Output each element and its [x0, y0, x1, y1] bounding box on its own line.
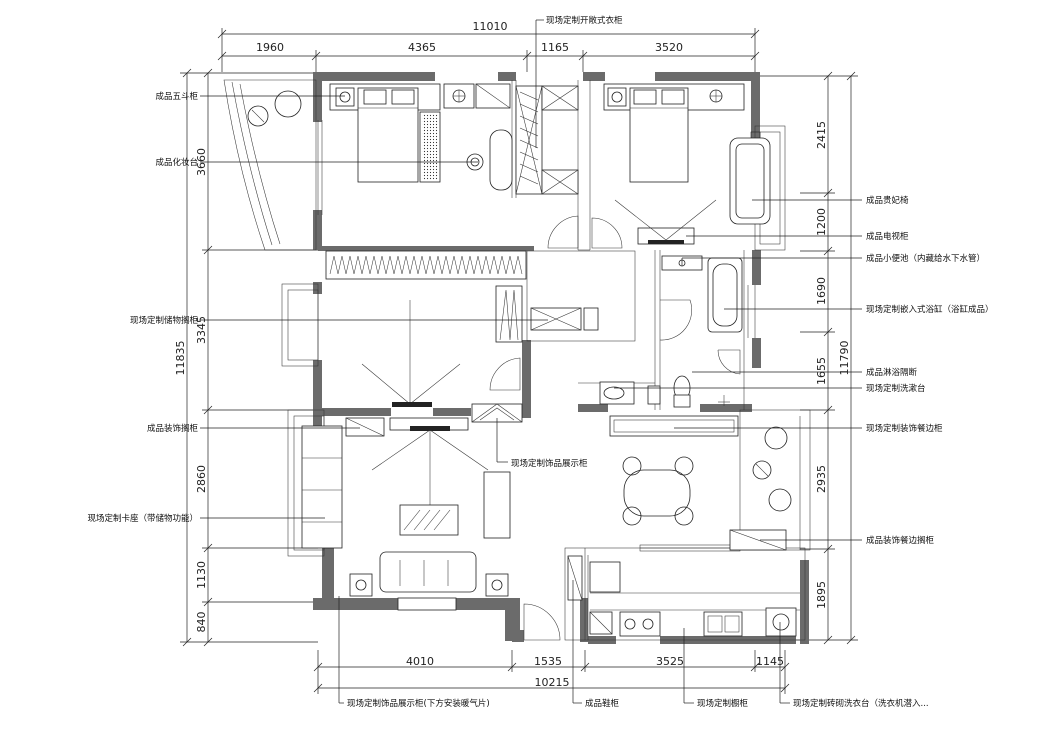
label-wardrobe: 现场定制开敞式衣柜 — [546, 15, 623, 26]
label-bottom-display: 现场定制饰品展示柜(下方安装暖气片) — [347, 698, 490, 709]
dim-right-3: 1690 — [815, 277, 828, 305]
dimension-lines — [180, 28, 858, 694]
label-side-shelf: 成品装饰餐边搁柜 — [866, 535, 935, 546]
sofa — [379, 551, 477, 593]
label-chest: 成品五斗柜 — [155, 91, 198, 102]
label-chaise: 成品贵妃椅 — [866, 195, 909, 206]
dim-bottom-2: 1535 — [534, 655, 562, 668]
dimension-text: 11010 1960 4365 1165 3520 4010 1535 3525… — [174, 20, 851, 689]
furniture — [247, 83, 797, 637]
label-dresser: 成品化妆台 — [155, 157, 198, 168]
coffee-table — [399, 504, 459, 536]
dim-left-3: 2860 — [195, 465, 208, 493]
storage-shelf-zigzag — [329, 255, 523, 275]
dim-top-4: 3520 — [655, 41, 683, 54]
label-bathtub: 现场定制嵌入式浴缸（浴缸成品） — [866, 304, 994, 315]
dining-table — [623, 469, 691, 517]
label-booth: 现场定制卡座（带储物功能） — [87, 513, 198, 524]
dim-right-4: 1655 — [815, 357, 828, 385]
label-laundry: 现场定制砖砌洗衣台（洗衣机潜入... — [793, 698, 929, 709]
dim-right-2: 1200 — [815, 208, 828, 236]
dim-top-3: 1165 — [541, 41, 569, 54]
dim-right-1: 2415 — [815, 121, 828, 149]
dim-right-5: 2935 — [815, 465, 828, 493]
label-deco-shelf: 成品装饰搁柜 — [147, 423, 199, 434]
label-display-shelf: 现场定制饰品展示柜 — [511, 458, 588, 469]
wardrobe-hangers — [519, 91, 539, 185]
annotation-labels: 现场定制开敞式衣柜 成品五斗柜 成品化妆台 现场定制储物搁柜 成品装饰搁柜 现场… — [87, 15, 993, 709]
dim-left-2: 3345 — [195, 316, 208, 344]
label-kitchen-cabinet: 现场定制橱柜 — [697, 698, 749, 709]
dim-bottom-3: 3525 — [656, 655, 684, 668]
dim-left-4: 1130 — [195, 561, 208, 589]
dim-top-1: 1960 — [256, 41, 284, 54]
dim-top-total: 11010 — [473, 20, 508, 33]
dim-bottom-1: 4010 — [406, 655, 434, 668]
dim-top-2: 4365 — [408, 41, 436, 54]
label-wash-basin: 现场定制洗漱台 — [866, 383, 926, 394]
label-shower-partition: 成品淋浴隔断 — [866, 367, 918, 378]
dim-bottom-total: 10215 — [535, 676, 570, 689]
dim-right-total: 11790 — [838, 341, 851, 376]
label-shoe-cabinet: 成品鞋柜 — [585, 698, 620, 709]
booth-seat — [301, 425, 343, 549]
label-sideboard: 现场定制装饰餐边柜 — [866, 423, 943, 434]
doors — [489, 215, 741, 641]
label-tv-cabinet: 成品电视柜 — [866, 231, 909, 242]
dim-left-total: 11835 — [174, 341, 187, 376]
dim-left-5: 840 — [195, 612, 208, 633]
dim-right-6: 1895 — [815, 581, 828, 609]
label-storage-shelf: 现场定制储物搁柜 — [130, 315, 199, 326]
dim-bottom-4: 1145 — [756, 655, 784, 668]
label-urinal: 成品小便池（内藏给水下水管） — [866, 253, 985, 264]
leader-lines — [200, 19, 862, 704]
